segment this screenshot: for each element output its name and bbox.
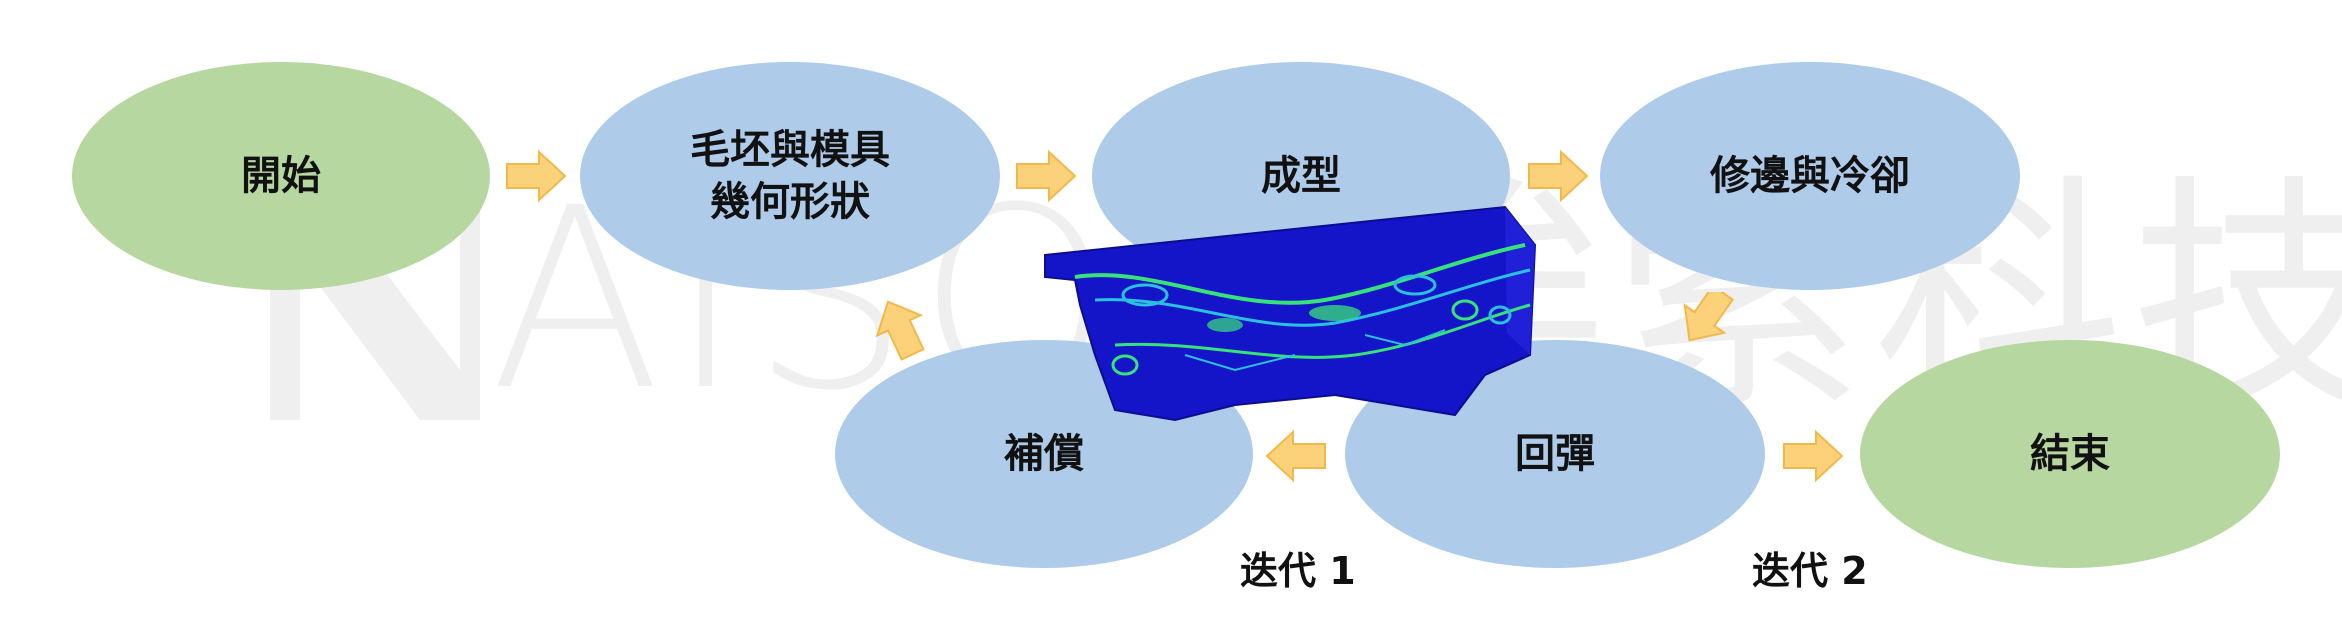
node-forming-label: 成型 [1261, 153, 1341, 199]
arrow-trim-to-springback [1683, 292, 1735, 342]
arrow-start-to-blank [506, 150, 567, 202]
node-end-label: 結束 [2030, 431, 2110, 477]
arrow-blank-to-forming [1016, 150, 1077, 202]
node-start: 開始 [72, 62, 490, 290]
iteration-2-label: 迭代 2 [1752, 549, 1868, 593]
arrow-forming-to-trim [1528, 150, 1589, 202]
node-trim-cool-label: 修邊與冷卻 [1710, 153, 1910, 199]
arrow-compensation-to-blank [875, 300, 925, 361]
node-springback-label: 回彈 [1515, 431, 1595, 477]
node-compensation-label: 補償 [1004, 431, 1084, 477]
iteration-1-label: 迭代 1 [1240, 549, 1356, 593]
stamped-part-image [1044, 205, 1537, 422]
arrow-springback-to-compensation [1265, 430, 1326, 482]
node-end: 結束 [1860, 340, 2280, 568]
node-trim-cool: 修邊與冷卻 [1600, 62, 2020, 290]
node-start-label: 開始 [241, 153, 321, 199]
node-blank-die-geometry-label: 毛坯與模具 幾何形狀 [690, 127, 890, 225]
arrow-springback-to-end [1783, 430, 1844, 482]
node-blank-die-geometry: 毛坯與模具 幾何形狀 [580, 62, 1000, 290]
